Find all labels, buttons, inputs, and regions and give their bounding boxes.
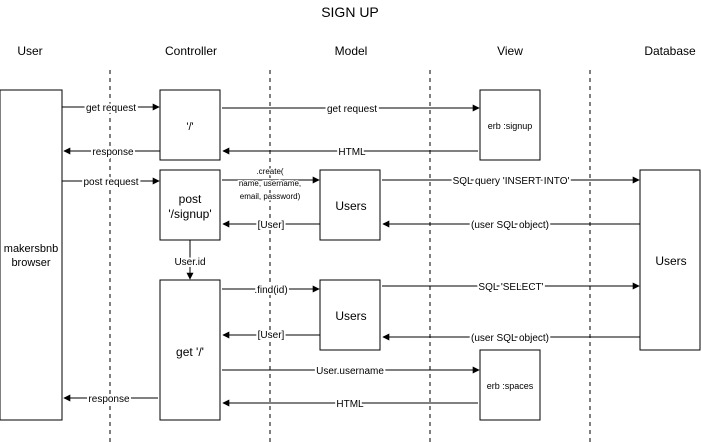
users-find-label: Users (335, 309, 366, 323)
msg-html-2: HTML (336, 399, 364, 410)
browser-label-line1: makersbnb (4, 243, 58, 255)
route-get-root-box (159, 279, 221, 421)
msg-user-id: User.id (174, 257, 205, 268)
users-find-box (319, 279, 381, 351)
lane-database-label: Database (644, 44, 696, 58)
db-users-box (639, 169, 701, 351)
msg-post-request: post request (83, 177, 138, 188)
msg-response-1: response (92, 147, 134, 158)
msg-find: .find(id) (254, 285, 287, 296)
msg-user-sql-object-2: (user SQL object) (471, 333, 549, 344)
browser-box (0, 89, 63, 421)
route-signup-label-line2: '/signup' (168, 207, 211, 221)
route-signup-label-line1: post (179, 192, 202, 206)
users-create-box (319, 169, 381, 241)
view-spaces-label: erb :spaces (487, 381, 534, 391)
msg-response-2: response (88, 394, 130, 405)
diagram-title: SIGN UP (321, 4, 379, 20)
lane-view-label: View (497, 44, 523, 58)
route-root-box (159, 89, 221, 161)
msg-get-request-2: get request (327, 104, 377, 115)
msg-user-1: [User] (258, 220, 285, 231)
msg-get-request-1: get request (86, 103, 136, 114)
route-signup-box (159, 169, 221, 241)
msg-create-line1: .create( (256, 167, 283, 176)
view-signup-label: erb :signup (488, 121, 533, 131)
msg-sql-insert: SQL query 'INSERT INTO' (453, 176, 570, 187)
msg-user-sql-object-1: (user SQL object) (471, 220, 549, 231)
view-spaces-box (479, 349, 541, 421)
route-get-root-label: get '/' (176, 345, 204, 359)
users-create-label: Users (335, 199, 366, 213)
msg-create-line2: name, username, (239, 179, 301, 188)
db-users-label: Users (655, 254, 686, 268)
msg-user-username: User.username (316, 366, 384, 377)
msg-user-2: [User] (258, 330, 285, 341)
route-root-label: '/' (186, 121, 193, 133)
lane-separators (109, 70, 591, 442)
msg-html-1: HTML (338, 147, 366, 158)
browser-label-line2: browser (11, 257, 50, 269)
lane-controller-label: Controller (165, 44, 217, 58)
view-signup-box (479, 89, 541, 161)
lane-user-label: User (17, 44, 42, 58)
msg-sql-select: SQL 'SELECT' (478, 282, 543, 293)
lane-model-label: Model (335, 44, 368, 58)
msg-create-line3: email, password) (240, 192, 301, 201)
